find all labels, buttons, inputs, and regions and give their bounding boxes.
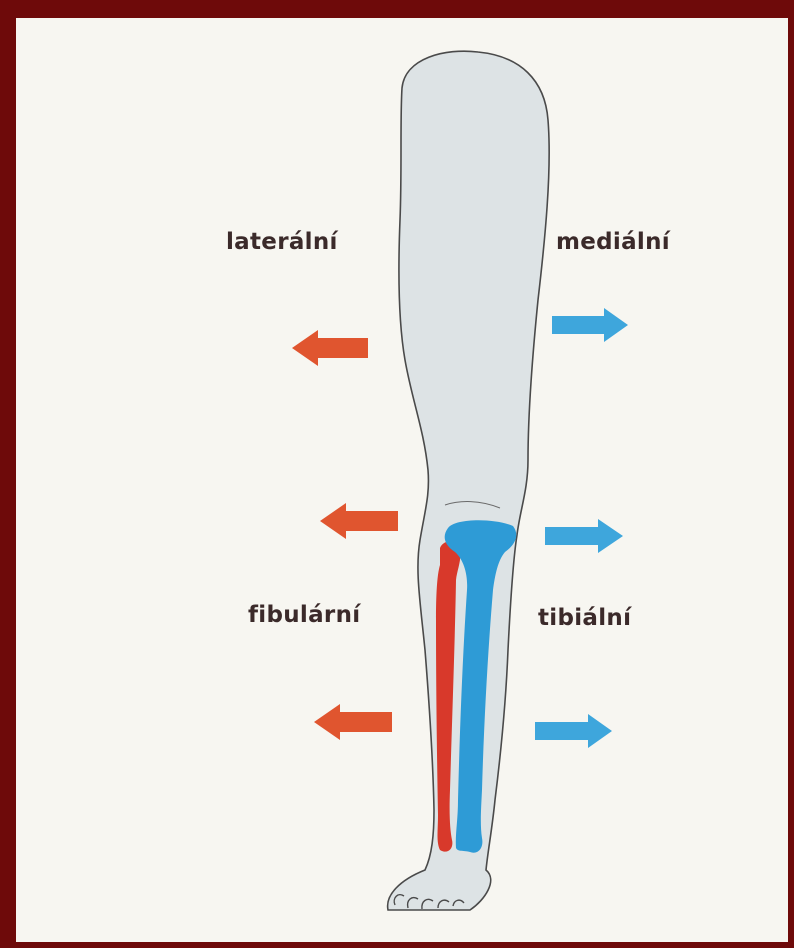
medial-arrow-lower	[535, 714, 612, 748]
label-tibial: tibiální	[538, 605, 631, 631]
label-medial: mediální	[556, 229, 670, 255]
label-lateral: laterální	[226, 229, 338, 255]
label-fibular: fibulární	[248, 602, 360, 628]
lateral-arrow-lower	[314, 704, 392, 740]
medial-arrow-upper	[552, 308, 628, 342]
lateral-arrow-upper	[292, 330, 368, 366]
medial-arrow-middle	[545, 519, 623, 553]
lateral-arrow-middle	[320, 503, 398, 539]
